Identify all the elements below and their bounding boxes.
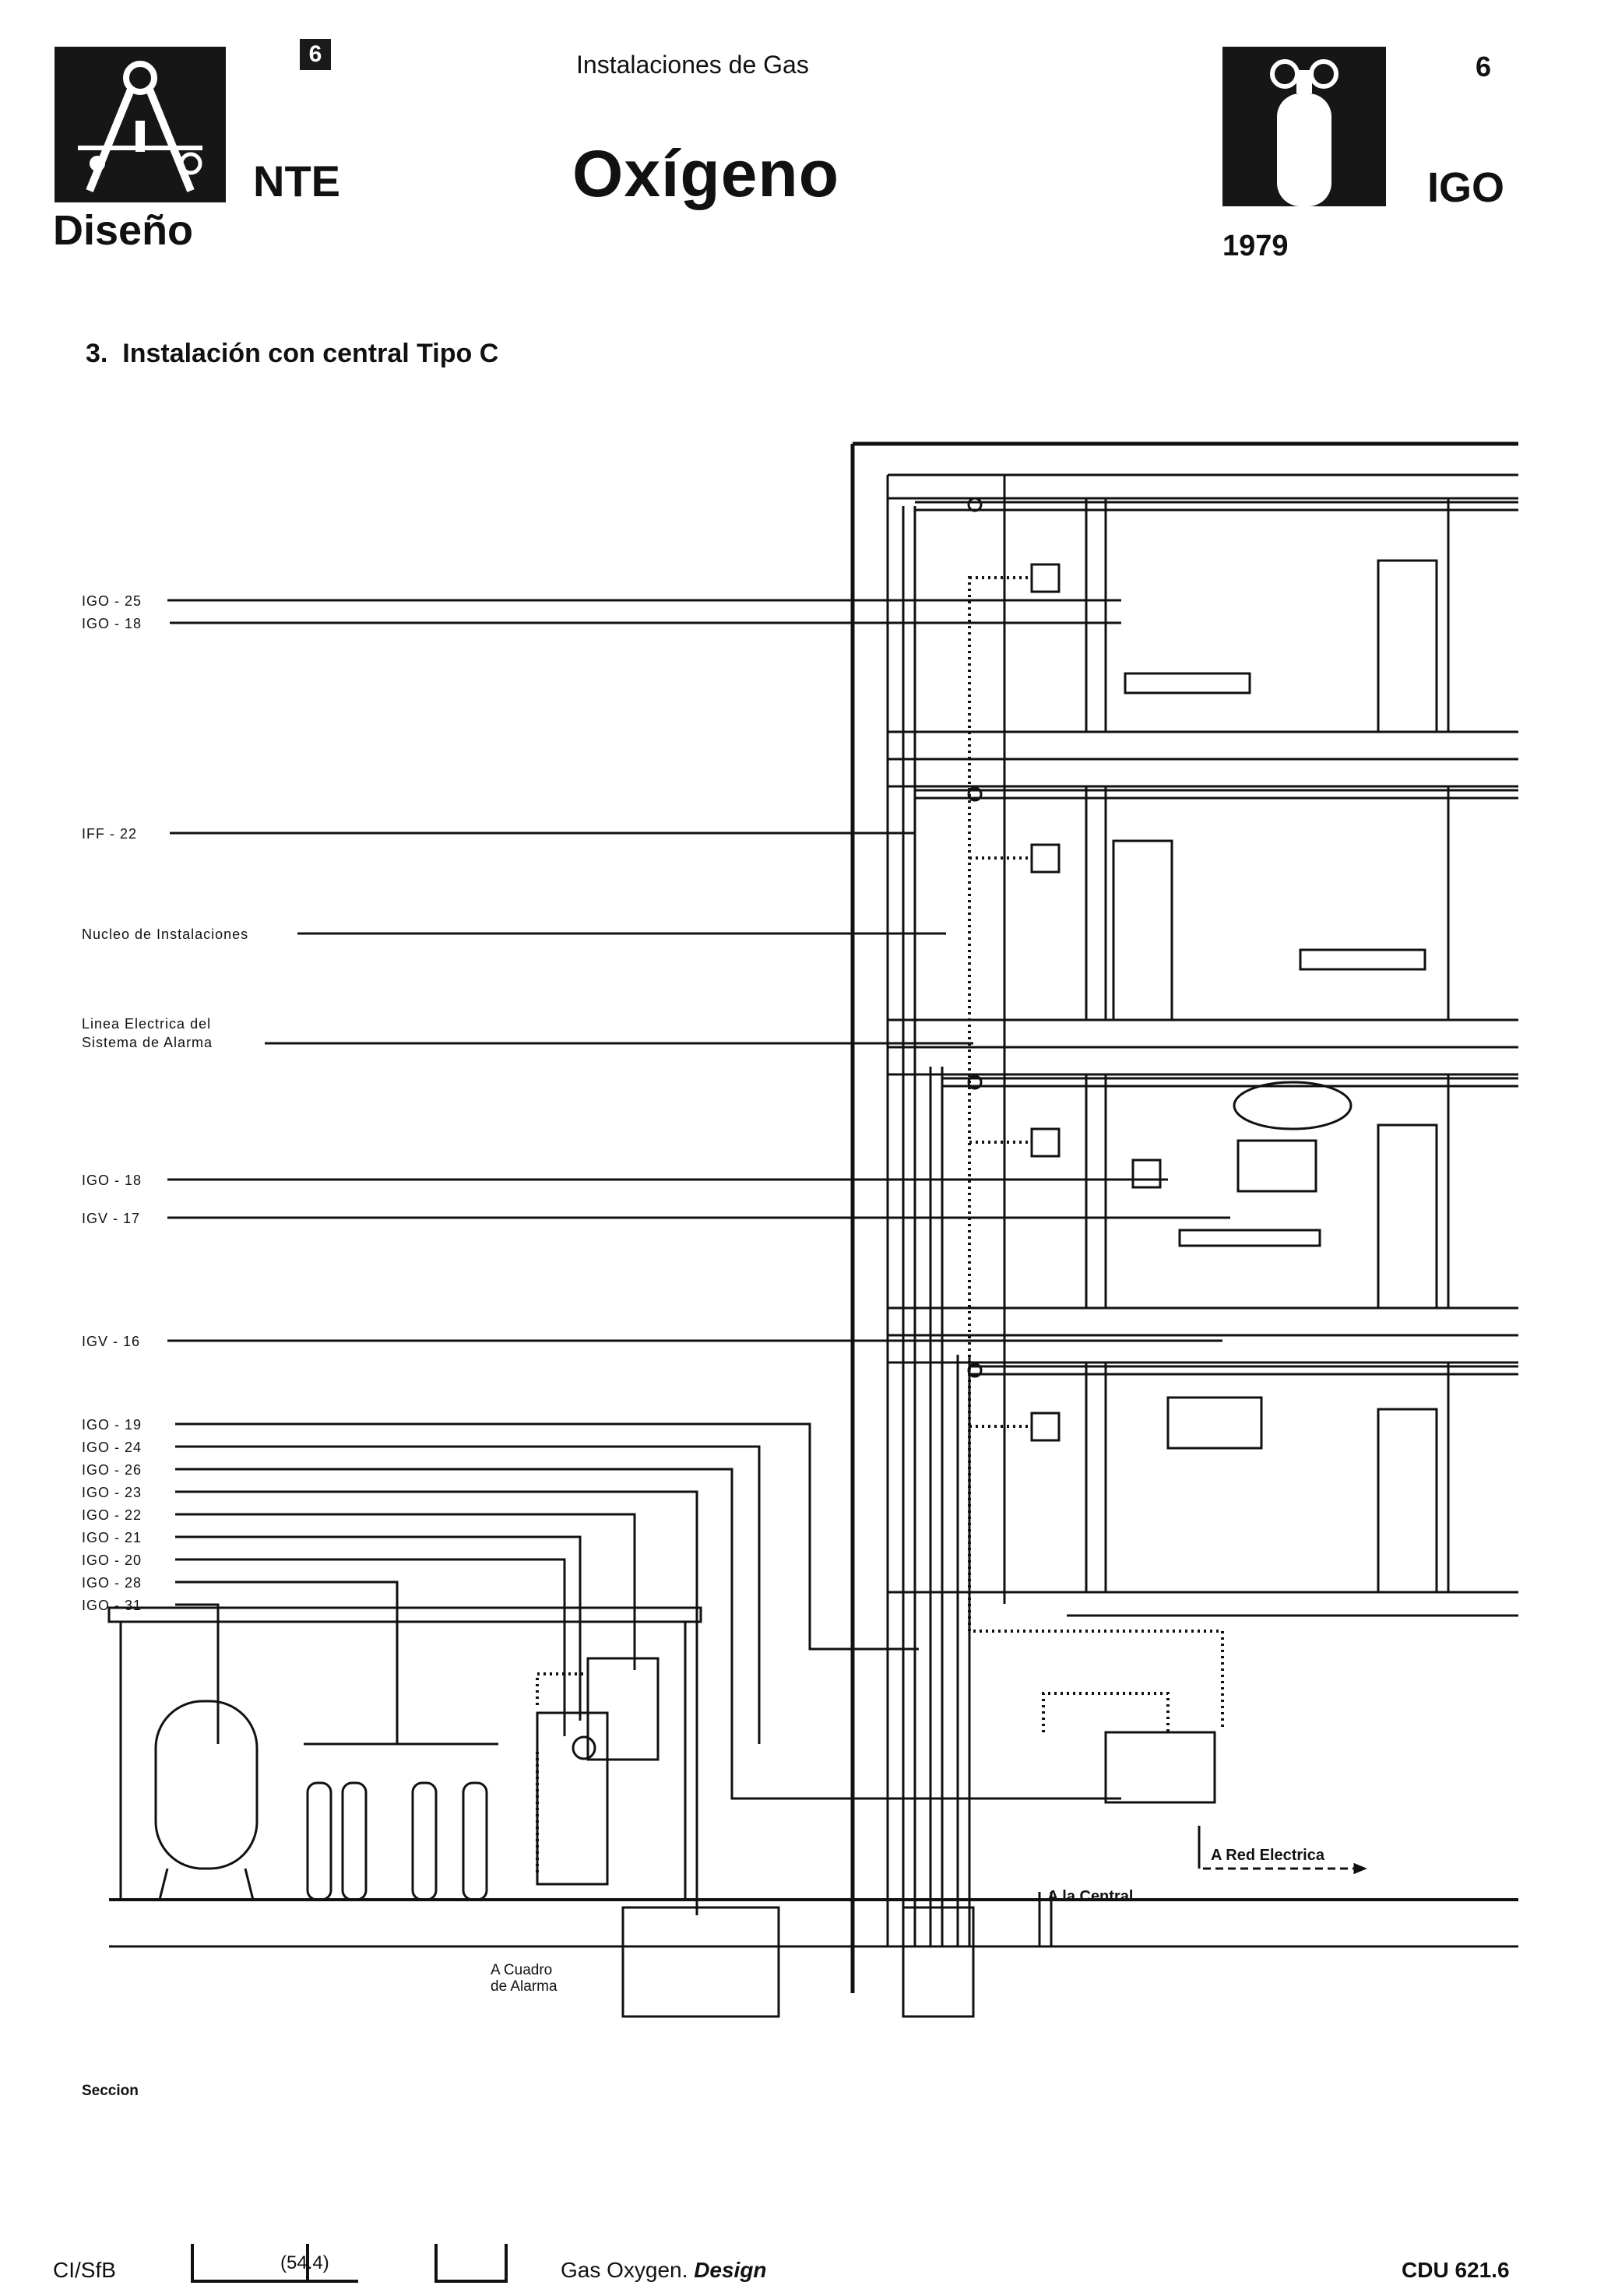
label-igo-23: IGO - 23 (82, 1485, 142, 1500)
oxygen-logo (1222, 47, 1386, 206)
subject-line: Instalaciones de Gas (576, 51, 809, 79)
nte-logo (55, 47, 226, 202)
label-iff-22: IFF - 22 (82, 826, 138, 842)
note-cuadro-1: A Cuadro (491, 1962, 553, 1978)
cisfb-label: CI/SfB (53, 2258, 116, 2282)
english-title-text: Gas Oxygen. (561, 2258, 688, 2282)
figure-caption: Seccion (82, 2083, 139, 2099)
label-igo-18-a: IGO - 18 (82, 616, 142, 631)
document-code: IGO (1427, 164, 1505, 211)
page-title: Oxígeno (572, 137, 840, 210)
note-central: A la Central (1047, 1888, 1134, 1905)
label-igo-19: IGO - 19 (82, 1417, 142, 1433)
label-igo-20: IGO - 20 (82, 1552, 142, 1568)
note-cuadro-2: de Alarma (491, 1978, 558, 1995)
label-igo-25: IGO - 25 (82, 593, 142, 609)
label-linea-2: Sistema de Alarma (82, 1035, 213, 1050)
label-igo-18-b: IGO - 18 (82, 1173, 142, 1188)
english-title: Gas Oxygen. Design (561, 2258, 767, 2283)
cdu-code: CDU 621.6 (1402, 2258, 1510, 2282)
diseno-label: Diseño (53, 207, 194, 254)
chapter-badge-right: 6 (1476, 51, 1492, 83)
label-igv-17: IGV - 17 (82, 1211, 141, 1226)
classification-boxes (191, 2244, 508, 2283)
label-linea-1: Linea Electrica del (82, 1016, 212, 1032)
english-title-italic: Design (694, 2258, 767, 2282)
label-nucleo: Nucleo de Instalaciones (82, 926, 249, 942)
class-code: (54.4) (280, 2252, 329, 2273)
oxygen-cylinder-icon (1222, 47, 1386, 206)
label-igo-21: IGO - 21 (82, 1530, 142, 1545)
compass-logo-icon (55, 47, 226, 202)
label-igo-22: IGO - 22 (82, 1507, 142, 1523)
year: 1979 (1222, 230, 1289, 262)
nte-label: NTE (253, 156, 340, 206)
note-red-electrica: A Red Electrica (1211, 1847, 1324, 1864)
label-igo-24: IGO - 24 (82, 1440, 142, 1455)
label-igo-26: IGO - 26 (82, 1462, 142, 1478)
label-igo-28: IGO - 28 (82, 1575, 142, 1591)
section-heading: 3. Instalación con central Tipo C (86, 339, 499, 368)
label-igv-16: IGV - 16 (82, 1334, 141, 1349)
chapter-badge-left: 6 (300, 39, 331, 70)
label-igo-31: IGO - 31 (82, 1598, 142, 1613)
